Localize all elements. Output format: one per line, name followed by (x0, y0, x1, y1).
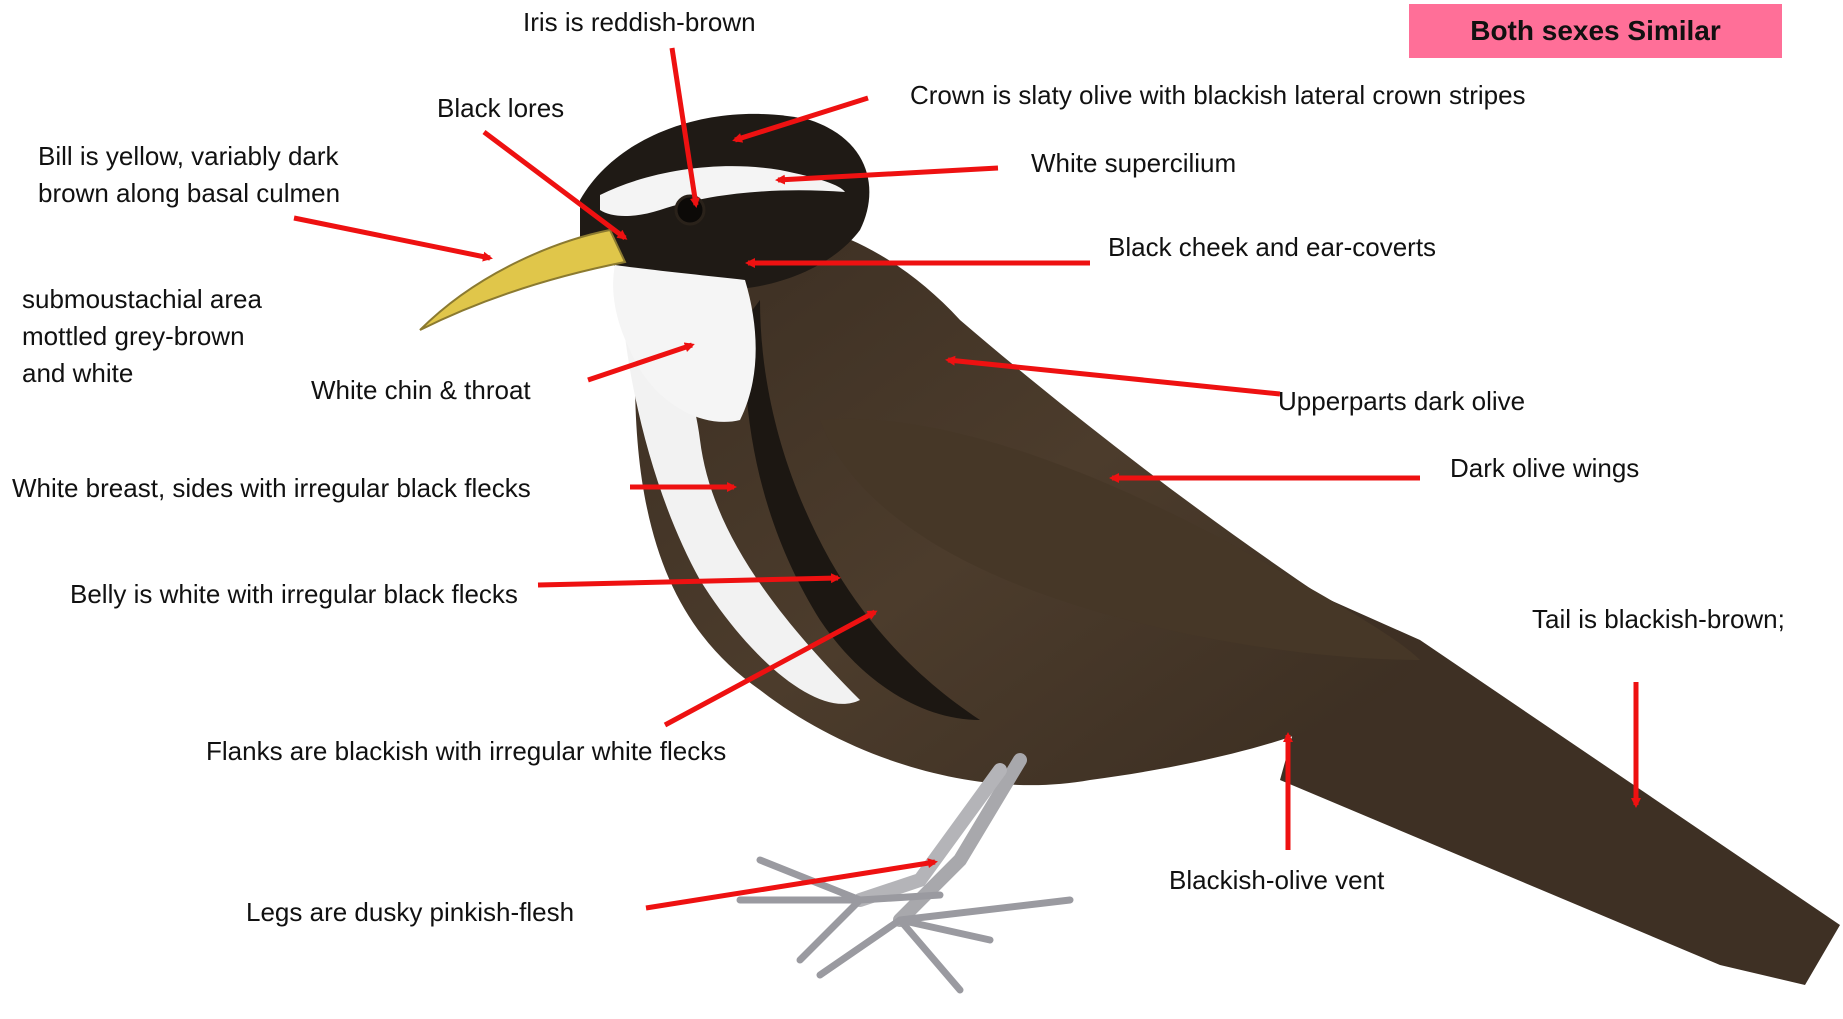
label-vent: Blackish-olive vent (1169, 862, 1384, 899)
bird-eye (676, 196, 704, 224)
label-wings: Dark olive wings (1450, 450, 1639, 487)
label-breast: White breast, sides with irregular black… (12, 470, 531, 507)
label-supercilium: White supercilium (1031, 145, 1236, 182)
label-flanks: Flanks are blackish with irregular white… (206, 733, 746, 770)
bird-throat (613, 265, 756, 422)
sexes-badge: Both sexes Similar (1409, 4, 1782, 58)
label-submoustachial: submoustachial area mottled grey-brown a… (22, 281, 272, 392)
label-iris: Iris is reddish-brown (523, 4, 756, 41)
label-upperparts: Upperparts dark olive (1278, 383, 1525, 420)
bird-foot-rear (820, 900, 1070, 990)
label-legs: Legs are dusky pinkish-flesh (246, 894, 574, 931)
label-belly: Belly is white with irregular black flec… (70, 576, 540, 613)
label-tail: Tail is blackish-brown; (1532, 601, 1785, 638)
label-chin: White chin & throat (311, 372, 531, 409)
arrow-bill (294, 218, 490, 258)
bird-bill (420, 230, 625, 330)
label-cheek: Black cheek and ear-coverts (1108, 229, 1436, 266)
label-crown: Crown is slaty olive with blackish later… (910, 77, 1526, 114)
label-lores: Black lores (437, 90, 564, 127)
label-bill: Bill is yellow, variably dark brown alon… (38, 138, 394, 212)
